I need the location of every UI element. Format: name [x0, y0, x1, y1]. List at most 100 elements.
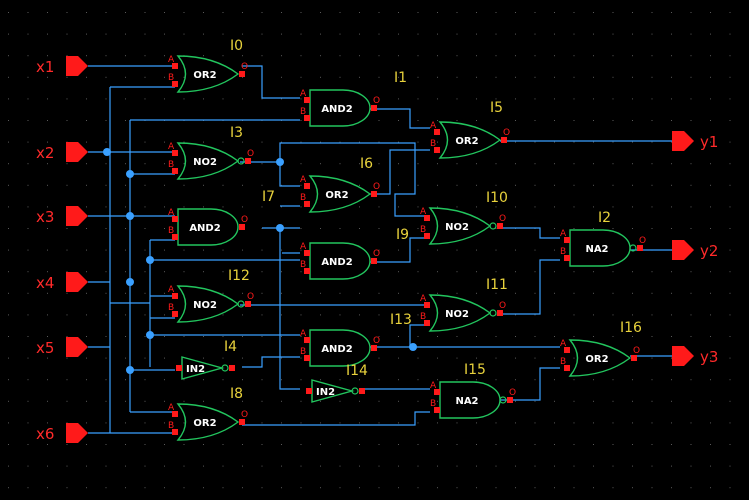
output-pin-label: O [373, 96, 380, 106]
input-pin-label: B [300, 260, 306, 270]
output-pin-label: O [241, 215, 248, 225]
output-pin-label: O [373, 182, 380, 192]
input-pin-square [172, 234, 178, 240]
wire-junction-dot [126, 366, 134, 374]
junction-layer [103, 148, 417, 374]
input-port-label: x6 [36, 425, 54, 443]
input-pin-square [172, 429, 178, 435]
gate-i14[interactable]: IN2 I14 [306, 363, 368, 403]
input-port-x5[interactable]: x5 [36, 337, 88, 357]
input-pin-label: B [430, 139, 436, 149]
input-port-x3[interactable]: x3 [36, 206, 88, 226]
gate-instance-label: I2 [598, 210, 611, 226]
gate-cell-name: OR2 [455, 136, 478, 147]
input-pin-square [304, 337, 310, 343]
input-pin-square [434, 129, 440, 135]
input-pin-label: A [420, 207, 427, 217]
input-pin-square [304, 250, 310, 256]
input-port-x6[interactable]: x6 [36, 423, 88, 443]
gate-instance-label: I10 [486, 190, 508, 206]
input-pin-square [564, 237, 570, 243]
output-pin-square [239, 71, 245, 77]
input-pin-square [172, 81, 178, 87]
wire-junction-dot [126, 278, 134, 286]
output-pin-label: O [499, 301, 506, 311]
wire-junction-dot [103, 148, 111, 156]
output-pin-square [371, 345, 377, 351]
input-port-label: x3 [36, 208, 54, 226]
input-pin-label: A [300, 329, 307, 339]
input-pin-label: A [420, 294, 427, 304]
gate-cell-name: OR2 [193, 418, 216, 429]
input-pin-square [424, 320, 430, 326]
output-port-y1[interactable]: y1 [672, 131, 718, 151]
input-pin-label: B [168, 421, 174, 431]
input-pin-label: B [560, 247, 566, 257]
gate-instance-label: I12 [228, 268, 250, 284]
input-port-x4[interactable]: x4 [36, 272, 88, 292]
output-pin-square [497, 310, 503, 316]
output-pin-square [507, 397, 513, 403]
input-port-x2[interactable]: x2 [36, 142, 88, 162]
input-pin-square [304, 268, 310, 274]
output-pin-label: O [633, 346, 640, 356]
gate-cell-name: OR2 [325, 190, 348, 201]
input-pin-square [172, 150, 178, 156]
input-port-label: x2 [36, 144, 54, 162]
input-pin-square [172, 411, 178, 417]
gate-instance-label: I15 [464, 362, 486, 378]
input-pin-label: A [168, 55, 175, 65]
input-pin-label: A [300, 175, 307, 185]
gate-instance-label: I14 [346, 363, 368, 379]
wire-junction-dot [126, 170, 134, 178]
input-pin-label: A [300, 242, 307, 252]
output-port-y3[interactable]: y3 [672, 346, 718, 366]
input-pin-label: A [560, 339, 567, 349]
gate-cell-name: NO2 [445, 222, 469, 233]
input-pin-square [434, 407, 440, 413]
input-pin-label: B [420, 312, 426, 322]
output-pin-square [637, 245, 643, 251]
output-pin-square [497, 223, 503, 229]
input-pin-label: B [300, 193, 306, 203]
output-pin-square [239, 419, 245, 425]
input-pin-square [434, 389, 440, 395]
gate-cell-name: IN2 [316, 387, 335, 398]
input-pin-square [304, 115, 310, 121]
input-pin-square [564, 255, 570, 261]
input-pin-square [306, 388, 312, 394]
output-pin-square [371, 258, 377, 264]
output-pin-square [631, 355, 637, 361]
output-pin-square [359, 388, 365, 394]
input-pin-square [564, 347, 570, 353]
input-pin-label: A [168, 142, 175, 152]
gate-instance-label: I13 [390, 312, 412, 328]
output-pin-label: O [247, 149, 254, 159]
wire-junction-dot [146, 331, 154, 339]
port-layer: x1 x2 x3 x4 x5 x6 y1 y2 y3 [36, 56, 718, 443]
output-port-y2[interactable]: y2 [672, 240, 718, 260]
input-pin-label: B [168, 303, 174, 313]
input-port-label: x5 [36, 339, 54, 357]
input-port-x1[interactable]: x1 [36, 56, 88, 76]
input-port-label: x4 [36, 274, 54, 292]
input-pin-label: A [168, 285, 175, 295]
input-pin-label: B [168, 226, 174, 236]
gate-layer: OR2I0ABOAND2I1ABONA2I2ABONO2I3ABOIN2I4OR… [168, 38, 646, 441]
